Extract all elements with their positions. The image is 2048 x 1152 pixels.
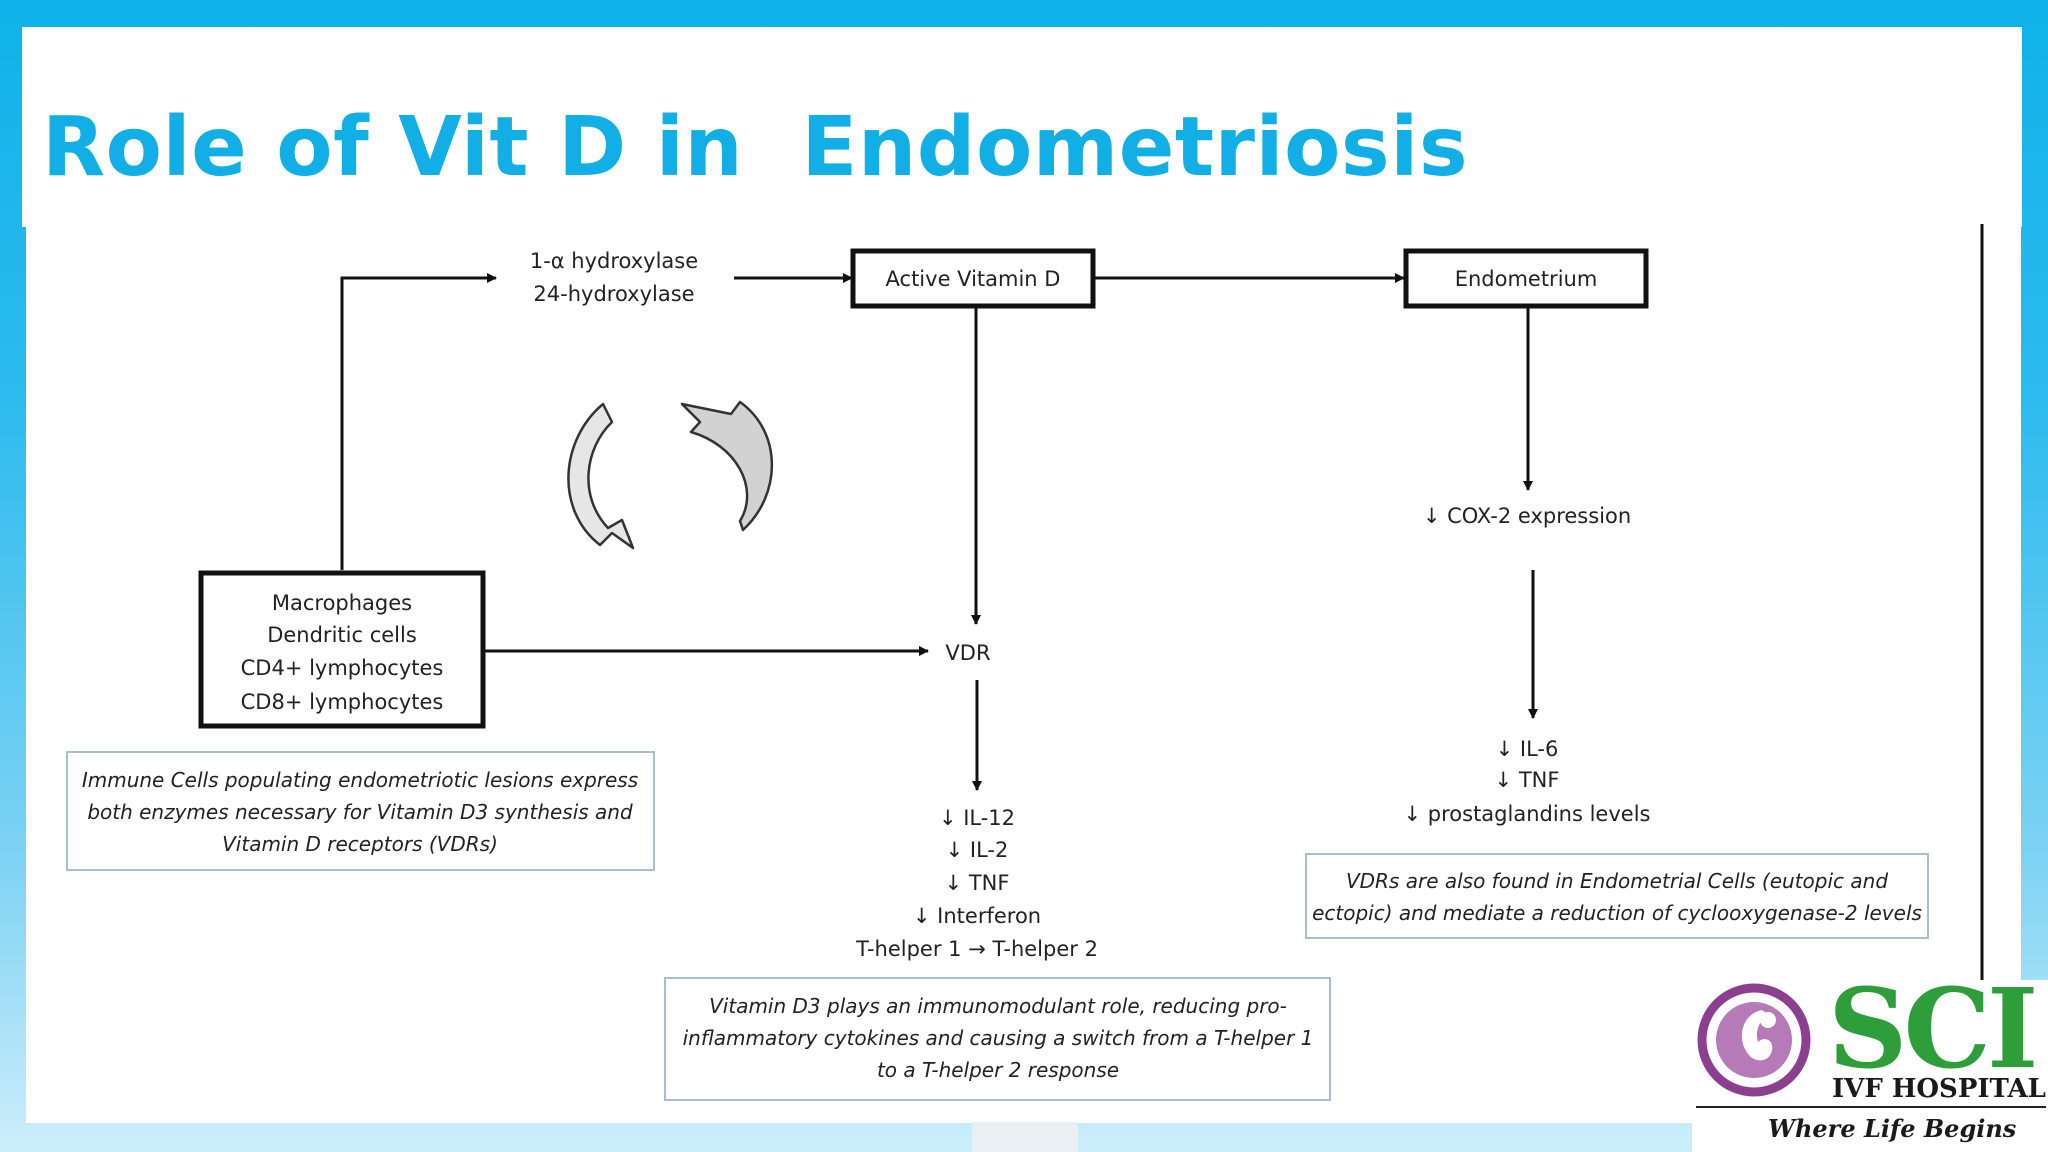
sci-ivf-logo: SCI IVF HOSPITAL Where Life Begins [1692, 974, 2048, 1152]
endo-note-line-1: VDRs are also found in Endometrial Cells… [1346, 869, 1888, 893]
vdr-effect-il2: ↓ IL-2 [946, 838, 1009, 862]
active-vitamin-d-box [850, 248, 1096, 309]
endo-effect-tnf: ↓ TNF [1495, 768, 1560, 792]
vdr-effect-th-switch: T-helper 1 → T-helper 2 [855, 937, 1098, 961]
immune-cells-box [198, 570, 486, 729]
vdr-effect-il12: ↓ IL-12 [939, 806, 1015, 830]
logo-brand: SCI [1828, 964, 2038, 1093]
immune-note-box [66, 751, 655, 871]
footer-strip [972, 1122, 1078, 1152]
immune-cell-cd4: CD4+ lymphocytes [241, 656, 444, 680]
vdr-label: VDR [945, 641, 990, 665]
slide-title: Role of Vit D in Endometriosis [42, 100, 1469, 195]
endo-note-line-2: ectopic) and mediate a reduction of cycl… [1312, 901, 1922, 925]
cycle-arrow-right-icon [680, 400, 774, 532]
endo-effect-il6: ↓ IL-6 [1496, 737, 1559, 761]
vitd-note-line-3: to a T-helper 2 response [877, 1058, 1119, 1082]
vitd-note-line-1: Vitamin D3 plays an immunomodulant role,… [709, 994, 1287, 1018]
vdr-effect-tnf: ↓ TNF [945, 871, 1010, 895]
vdr-effect-interferon: ↓ Interferon [913, 904, 1041, 928]
active-vitamin-d-label: Active Vitamin D [886, 267, 1061, 291]
immune-cell-cd8: CD8+ lymphocytes [241, 690, 444, 714]
logo-tagline: Where Life Begins [1768, 1114, 2017, 1143]
vitd-note-line-2: inflammatory cytokines and causing a swi… [683, 1026, 1314, 1050]
endometrium-box [1403, 248, 1649, 309]
immune-note-line-2: both enzymes necessary for Vitamin D3 sy… [87, 800, 633, 824]
immune-note-line-3: Vitamin D receptors (VDRs) [222, 832, 498, 856]
enzyme-label-2: 24-hydroxylase [533, 282, 694, 306]
vitd-note-box [664, 977, 1331, 1101]
endo-effect-prostaglandins: ↓ prostaglandins levels [1404, 802, 1651, 826]
cycle-arrow-left-icon [567, 402, 635, 550]
immune-note-line-1: Immune Cells populating endometriotic le… [82, 768, 638, 792]
enzyme-label-1: 1-α hydroxylase [530, 249, 698, 273]
endo-note-box [1305, 853, 1929, 939]
endometrium-label: Endometrium [1455, 267, 1598, 291]
immune-cell-macrophages: Macrophages [272, 591, 412, 615]
logo-emblem-icon [1697, 983, 1811, 1097]
logo-divider [1696, 1106, 2046, 1108]
cox2-label: ↓ COX-2 expression [1423, 504, 1631, 528]
logo-subtitle: IVF HOSPITAL [1832, 1074, 2046, 1104]
arrow-immune-to-enzymes [340, 273, 497, 570]
title-area [22, 27, 2022, 227]
immune-cell-dendritic: Dendritic cells [267, 623, 417, 647]
